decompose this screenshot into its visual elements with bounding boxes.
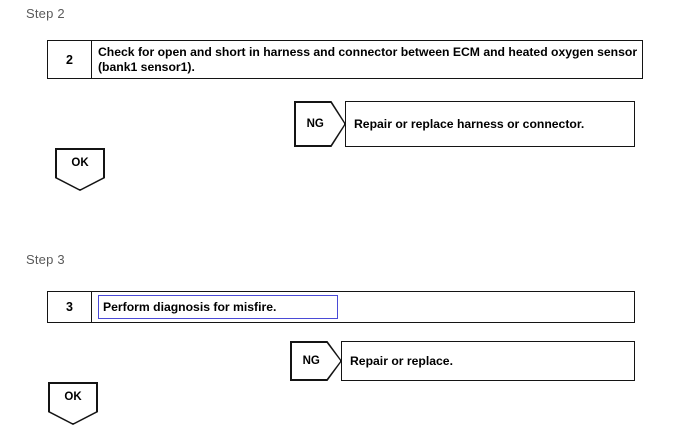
ng-tag-3: NG <box>290 341 342 381</box>
step-row-2[interactable]: 2 Check for open and short in harness an… <box>47 40 643 79</box>
step-row-3[interactable]: 3 Perform diagnosis for misfire. <box>47 291 635 323</box>
ok-tag-label-2: OK <box>71 157 89 170</box>
step-number-cell-3: 3 <box>48 292 92 322</box>
step-number-cell-2: 2 <box>48 41 92 78</box>
ok-tag-3: OK <box>48 382 98 425</box>
ng-tag-label-2: NG <box>295 102 345 146</box>
section-label-step-2: Step 2 <box>26 6 65 21</box>
section-label-step-3: Step 3 <box>26 252 65 267</box>
ng-branch-2: NG Repair or replace harness or connecto… <box>294 101 635 147</box>
ng-result-box-2[interactable]: Repair or replace harness or connector. <box>345 101 635 147</box>
ng-tag-2: NG <box>294 101 346 147</box>
ng-result-box-3[interactable]: Repair or replace. <box>341 341 635 381</box>
ng-branch-3: NG Repair or replace. <box>290 341 635 381</box>
step-instruction-text-3: Perform diagnosis for misfire. <box>98 294 338 320</box>
ng-tag-label-3: NG <box>291 342 341 380</box>
step-instruction-cell-3[interactable]: Perform diagnosis for misfire. <box>92 292 634 322</box>
ok-tag-2: OK <box>55 148 105 191</box>
ok-tag-label-3: OK <box>64 391 82 404</box>
step-instruction-cell-2[interactable]: Check for open and short in harness and … <box>92 41 642 78</box>
step-instruction-text-2: Check for open and short in harness and … <box>98 44 638 74</box>
